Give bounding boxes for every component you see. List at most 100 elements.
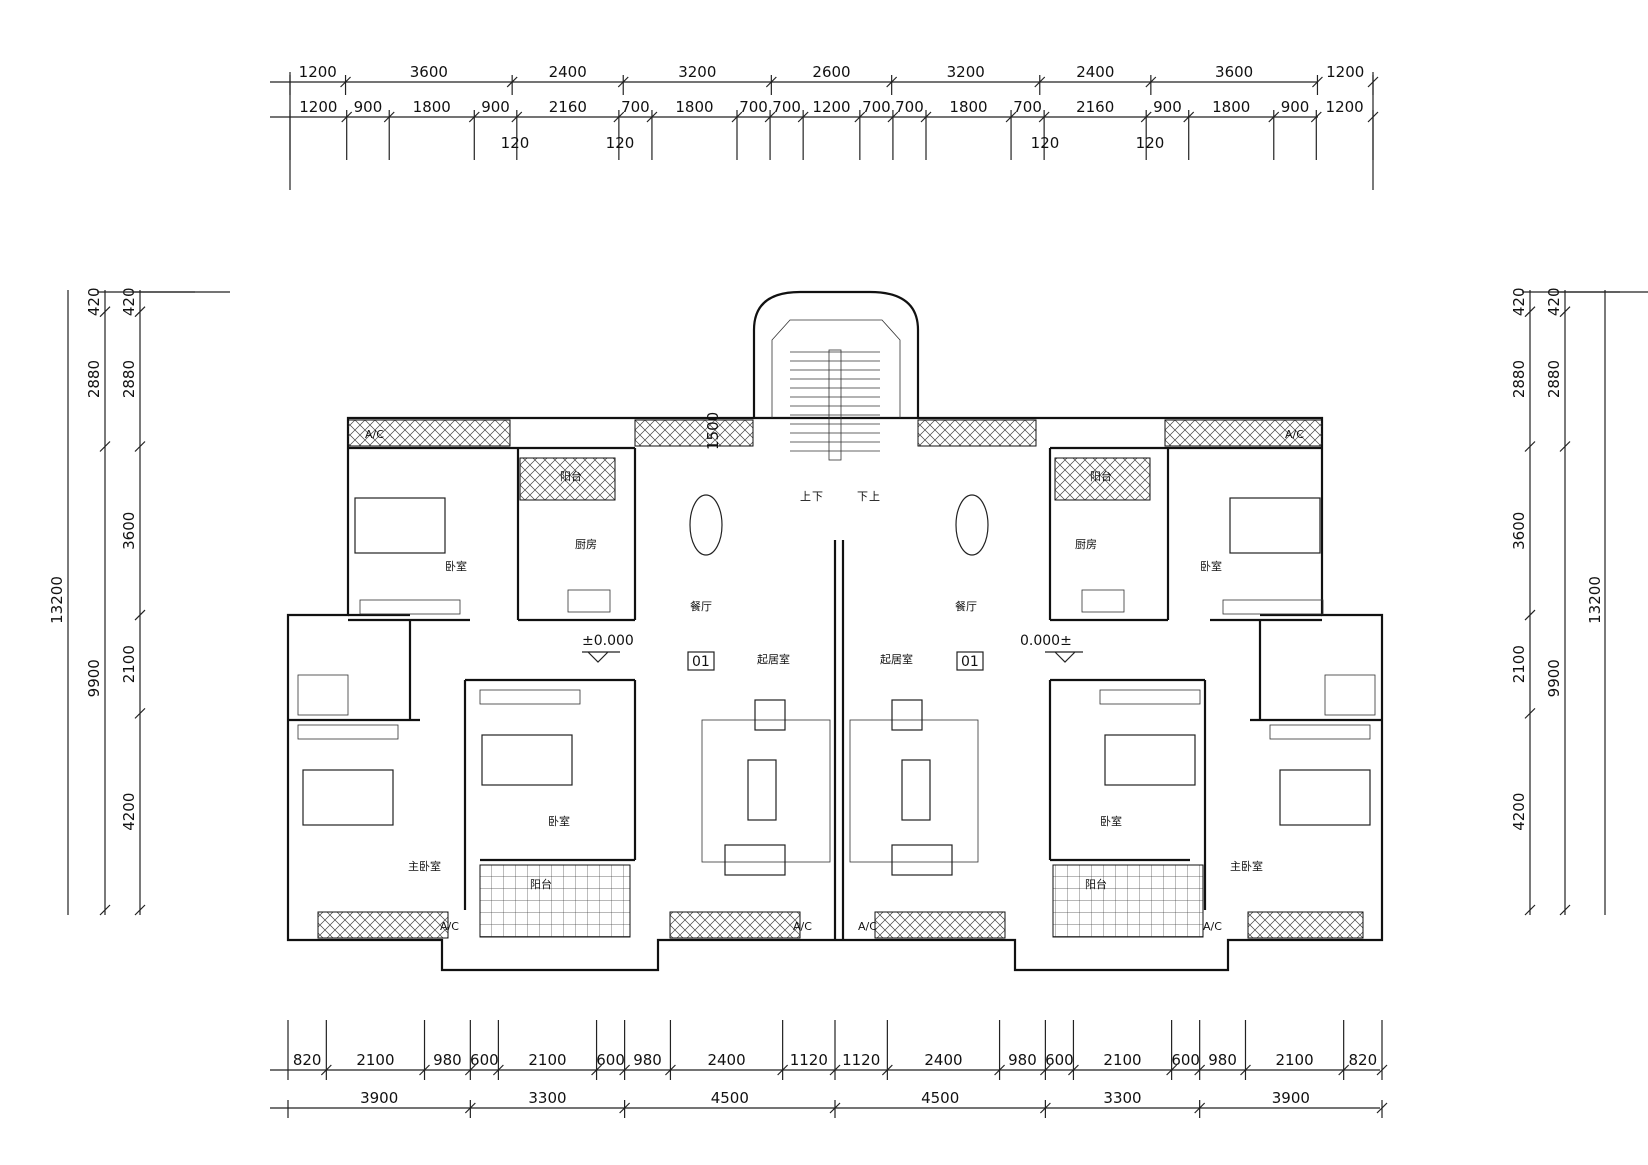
level-mark-right: 0.000± <box>1020 633 1072 649</box>
dim-value: 2160 <box>549 98 587 116</box>
dim-slash <box>1524 707 1536 719</box>
dim-value: 1800 <box>1212 98 1250 116</box>
dim-slash <box>1039 1102 1051 1114</box>
ac-label-6: A/C <box>1203 920 1222 933</box>
dim-value: 900 <box>354 98 383 116</box>
dim-value: 2400 <box>924 1051 962 1069</box>
dim-slash <box>134 904 146 916</box>
dim-value: 1200 <box>1326 63 1364 81</box>
dim-slash <box>492 1064 504 1076</box>
label-stair-down-right: 下 <box>857 490 868 503</box>
label-bedroom-ne: 卧室 <box>1200 559 1222 573</box>
furniture <box>297 494 1376 876</box>
dim-value: 3600 <box>1510 512 1528 550</box>
dim-value: 3300 <box>1103 1089 1141 1107</box>
dim-value: 420 <box>85 288 103 317</box>
dim-slash <box>1338 1064 1350 1076</box>
dim-slash <box>1268 111 1280 123</box>
ac-label-4: A/C <box>793 920 812 933</box>
dim-slash <box>613 111 625 123</box>
staircase <box>790 349 880 461</box>
dim-slash <box>994 1064 1005 1076</box>
label-bedroom-nw: 卧室 <box>445 559 467 573</box>
dim-slash <box>1376 1102 1388 1114</box>
dim-value: 980 <box>1008 1051 1037 1069</box>
dim-value: 900 <box>1153 98 1182 116</box>
dim-value: 4500 <box>711 1089 749 1107</box>
unit-tag-right: 01 <box>961 654 979 670</box>
label-bedroom-mid-left: 卧室 <box>548 814 570 828</box>
dim-slash <box>1524 904 1536 916</box>
dim-value: 9900 <box>1545 659 1563 697</box>
dim-value: 700 <box>739 98 768 116</box>
dim-slash <box>464 1102 476 1114</box>
dim-value: 2600 <box>812 63 850 81</box>
dim-value: 2880 <box>1510 360 1528 398</box>
ac-label-5: A/C <box>858 920 877 933</box>
dim-value: 2880 <box>85 360 103 398</box>
dim-slash <box>1034 76 1046 88</box>
dim-slash <box>665 1064 676 1076</box>
dim-slash <box>1559 904 1571 916</box>
dim-value: 2880 <box>120 360 138 398</box>
dim-slash <box>1524 306 1536 318</box>
dim-value: 3200 <box>678 63 716 81</box>
dim-slash <box>1524 441 1536 452</box>
dim-value: 600 <box>470 1051 499 1069</box>
ac-label-1: A/C <box>365 428 384 441</box>
dim-value: 2400 <box>1076 63 1114 81</box>
dim-value: 9900 <box>85 659 103 697</box>
dim-slash <box>134 707 146 719</box>
dim-value: 980 <box>433 1051 462 1069</box>
dim-value: 3600 <box>120 512 138 550</box>
stair-height-label: 1500 <box>704 412 722 450</box>
dim-value: 1800 <box>949 98 987 116</box>
dim-value: 3300 <box>528 1089 566 1107</box>
dim-value: 2160 <box>1076 98 1114 116</box>
dim-slash <box>1367 76 1379 88</box>
dim-slash <box>617 76 629 88</box>
dim-value: 2100 <box>356 1051 394 1069</box>
building-walls <box>286 290 1384 972</box>
dim-value: 700 <box>772 98 801 116</box>
dim-value: 980 <box>1208 1051 1237 1069</box>
label-bedroom-mid-right: 卧室 <box>1100 814 1122 828</box>
dim-slash <box>619 1102 631 1114</box>
dim-slash <box>887 111 899 123</box>
dim-value: 700 <box>1013 98 1042 116</box>
dim-value: 700 <box>621 98 650 116</box>
dim-slash <box>383 111 395 123</box>
dim-slash <box>511 111 523 123</box>
dim-value: 820 <box>1349 1051 1378 1069</box>
dim-value: 1800 <box>675 98 713 116</box>
dim-value: 2100 <box>1103 1051 1141 1069</box>
dim-value: 600 <box>1045 1051 1074 1069</box>
dim-slash <box>99 306 111 318</box>
dim-slash <box>1194 1102 1206 1114</box>
dim-value: 3600 <box>1215 63 1253 81</box>
dim-slash <box>134 306 146 318</box>
dim-slash <box>1559 441 1571 452</box>
dim-value: 1200 <box>299 98 337 116</box>
dim-value: 2880 <box>1545 360 1563 398</box>
label-balcony-right-bottom: 阳台 <box>1085 877 1107 891</box>
dim-slash <box>468 111 480 123</box>
dim-slash <box>1194 1064 1206 1076</box>
dim-value: 3900 <box>360 1089 398 1107</box>
dim-slash <box>99 904 111 916</box>
dim-slash <box>765 76 777 88</box>
label-living-right: 起居室 <box>880 652 913 666</box>
dim-value: 1800 <box>413 98 451 116</box>
dim-value: 1200 <box>1326 98 1364 116</box>
dim-value: 420 <box>1510 288 1528 317</box>
level-mark-left: ±0.000 <box>582 633 634 649</box>
dim-slash <box>1240 1064 1251 1076</box>
room-labels: 卧室 厨房 阳台 餐厅 起居室 卧室 主卧室 阳台 卧室 厨房 阳台 餐厅 起居… <box>365 412 1304 933</box>
balconies <box>317 419 1364 939</box>
label-stair-down-left: 下 <box>812 490 823 503</box>
label-master-left: 主卧室 <box>408 859 441 873</box>
dim-slash <box>646 111 658 123</box>
